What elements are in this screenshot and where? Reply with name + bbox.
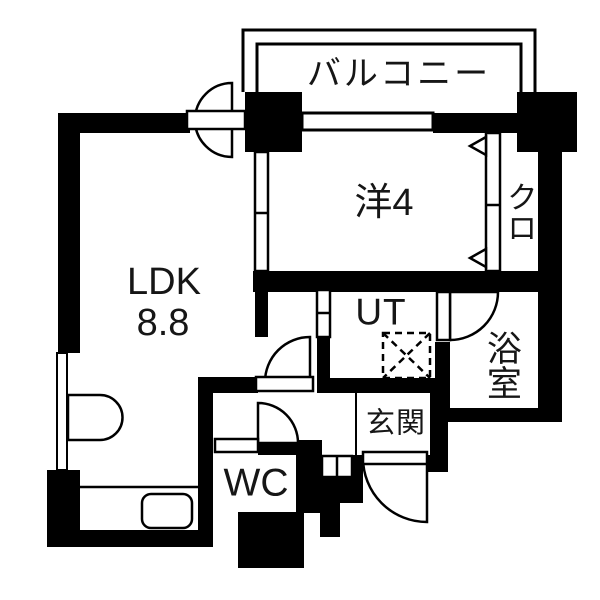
balcony-label: バルコニー — [306, 55, 492, 93]
balcony-window — [300, 111, 435, 132]
pillar-left — [245, 92, 302, 152]
door-arc — [361, 456, 429, 524]
western-room-label: 洋4 — [354, 182, 414, 224]
slide-arrow-top — [467, 134, 488, 158]
door-leaf — [435, 290, 452, 342]
closet-sliding-door — [467, 131, 502, 273]
door-leaf — [213, 437, 260, 454]
wall-left-upper — [58, 113, 80, 353]
ldk-top-door — [185, 81, 247, 159]
utility-label: UT — [355, 291, 407, 333]
wall-genkan-right-chunk — [427, 455, 448, 472]
wall-wc-right — [296, 440, 322, 513]
balcony-railing — [241, 28, 537, 92]
wall-hall-genkan — [317, 378, 435, 393]
bathroom-door — [435, 290, 500, 342]
ldk-area: 8.8 — [136, 302, 190, 344]
wall-hall-left — [255, 288, 268, 337]
kitchen-fixture — [66, 393, 124, 442]
pillar-bottom — [238, 512, 304, 568]
kitchen-sink — [140, 492, 194, 530]
entrance-door — [361, 450, 429, 524]
entrance-label: 玄関 — [365, 407, 427, 440]
wc-door — [213, 401, 300, 454]
door-leaf — [185, 109, 247, 131]
door-leaf — [254, 375, 315, 393]
ldk-label: LDK — [127, 261, 201, 303]
sliding-door-ldk-western — [253, 150, 270, 273]
slide-arrow-bottom — [467, 246, 488, 270]
ldk-window — [56, 352, 68, 471]
wall-bath-left — [435, 342, 450, 422]
shoe-cabinet — [320, 454, 354, 479]
door-arc — [256, 401, 300, 445]
ut-sliding-door — [315, 288, 332, 339]
door-arc — [448, 290, 500, 342]
pillar-right — [517, 92, 577, 152]
door-leaf — [361, 450, 429, 466]
wall-wc-left — [198, 393, 213, 547]
wall-bath-bottom — [435, 408, 562, 422]
toilet-label: WC — [223, 461, 289, 505]
ldk-hall-door — [254, 335, 315, 393]
wall-ldk-top — [58, 113, 190, 133]
wall-balcony-side — [433, 113, 517, 133]
bathroom-label: 浴室 — [481, 330, 521, 400]
wall-bottom — [47, 530, 213, 547]
door-arc — [263, 335, 312, 384]
wall-wc-topleft — [198, 377, 258, 393]
closet-label: クロ — [501, 181, 537, 243]
wall-mid-horizontal — [253, 271, 562, 292]
wall-genkan-left-lower — [320, 503, 340, 537]
walls — [47, 92, 577, 568]
washing-machine-pan — [381, 331, 432, 380]
